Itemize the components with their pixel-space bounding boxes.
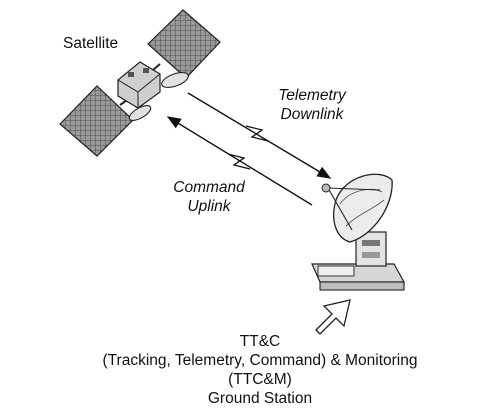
telemetry-line2: Downlink: [280, 106, 344, 123]
caption-line2: (Tracking, Telemetry, Command) & Monitor…: [102, 352, 418, 369]
arrow-icon: [315, 299, 351, 335]
telemetry-downlink-label: Telemetry Downlink: [266, 86, 358, 124]
caption-line3: (TTC&M): [228, 371, 292, 388]
command-line2: Uplink: [187, 198, 231, 215]
uplink-arrow: [166, 116, 313, 206]
caption-line4: Ground Station: [207, 390, 313, 407]
lightning-icon: [245, 125, 269, 142]
command-line1: Command: [173, 179, 245, 196]
dish-antenna-icon: [311, 173, 406, 291]
downlink-arrow: [187, 92, 332, 179]
ground-station-caption: TT&C (Tracking, Telemetry, Command) & Mo…: [60, 332, 460, 408]
telemetry-line1: Telemetry: [278, 87, 346, 104]
lightning-icon: [227, 153, 251, 170]
command-uplink-label: Command Uplink: [163, 178, 255, 216]
satellite-label: Satellite: [63, 35, 119, 52]
caption-line1: TT&C: [239, 333, 281, 350]
satellite-icon: [59, 9, 221, 157]
